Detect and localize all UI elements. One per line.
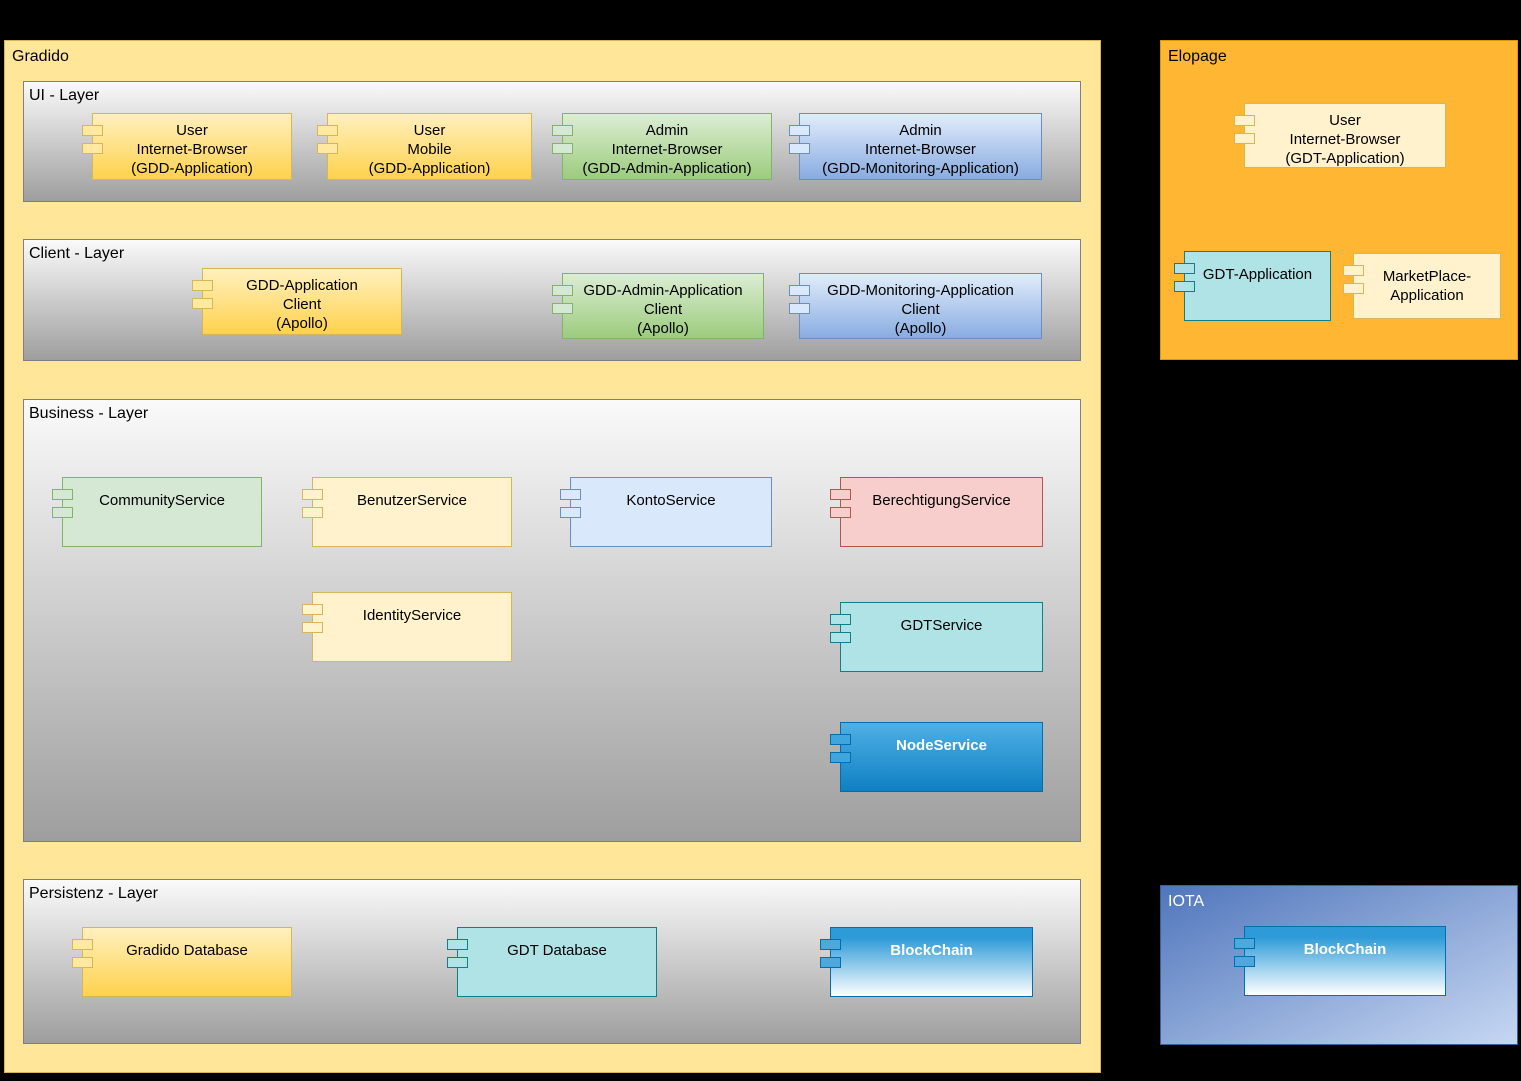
uml-tab-icon <box>72 939 93 950</box>
uml-tab-icon <box>789 125 810 136</box>
business-layer: Business - Layer CommunityService Benutz… <box>23 399 1081 842</box>
uml-tab-icon <box>302 489 323 500</box>
component-blockchain-gradido: BlockChain <box>820 927 1033 997</box>
uml-tab-icon <box>830 632 851 643</box>
uml-tab-icon <box>317 125 338 136</box>
uml-tab-icon <box>192 280 213 291</box>
component-label: GDD-Application Client (Apollo) <box>246 277 358 332</box>
component-label: User Internet-Browser (GDT-Application) <box>1285 112 1405 167</box>
component-label: GDTService <box>900 617 983 634</box>
uml-tab-icon <box>560 489 581 500</box>
uml-tab-icon <box>552 303 573 314</box>
gradido-container: Gradido UI - Layer User Internet-Browser… <box>4 40 1101 1073</box>
component-admin-internet-browser-gdd-admin: Admin Internet-Browser (GDD-Admin-Applic… <box>552 113 772 180</box>
uml-tab-icon <box>302 507 323 518</box>
uml-tab-icon <box>1174 281 1195 292</box>
uml-tab-icon <box>552 285 573 296</box>
component-blockchain-iota: BlockChain <box>1234 926 1446 996</box>
component-node-service: NodeService <box>830 722 1043 792</box>
uml-tab-icon <box>820 957 841 968</box>
component-user-mobile-gdd: User Mobile (GDD-Application) <box>317 113 532 180</box>
component-label: KontoService <box>626 492 716 509</box>
client-layer-title: Client - Layer <box>29 245 125 262</box>
component-label: BenutzerService <box>356 492 468 509</box>
elopage-title: Elopage <box>1168 48 1227 65</box>
uml-tab-icon <box>830 752 851 763</box>
component-label: GDT-Application <box>1202 266 1313 283</box>
uml-tab-icon <box>302 622 323 633</box>
component-marketplace-application: MarketPlace- Application <box>1343 253 1501 319</box>
uml-tab-icon <box>317 143 338 154</box>
uml-tab-icon <box>830 489 851 500</box>
uml-tab-icon <box>1234 938 1255 949</box>
uml-tab-icon <box>52 489 73 500</box>
uml-tab-icon <box>830 734 851 745</box>
component-admin-internet-browser-gdd-monitoring: Admin Internet-Browser (GDD-Monitoring-A… <box>789 113 1042 180</box>
component-user-internet-browser-gdd: User Internet-Browser (GDD-Application) <box>82 113 292 180</box>
iota-title: IOTA <box>1168 893 1205 910</box>
uml-tab-icon <box>1174 263 1195 274</box>
component-label: NodeService <box>896 737 987 754</box>
business-layer-title: Business - Layer <box>29 405 149 422</box>
uml-tab-icon <box>789 303 810 314</box>
component-label: User Mobile (GDD-Application) <box>368 122 491 177</box>
component-label: GDD-Admin-Application Client (Apollo) <box>583 282 743 337</box>
iota-container: IOTA BlockChain <box>1160 885 1518 1045</box>
component-label: Admin Internet-Browser (GDD-Monitoring-A… <box>822 122 1019 177</box>
uml-tab-icon <box>1234 133 1255 144</box>
uml-tab-icon <box>789 143 810 154</box>
uml-tab-icon <box>830 614 851 625</box>
component-gdt-application: GDT-Application <box>1174 251 1331 321</box>
uml-tab-icon <box>1234 956 1255 967</box>
uml-tab-icon <box>302 604 323 615</box>
component-konto-service: KontoService <box>560 477 772 547</box>
uml-tab-icon <box>789 285 810 296</box>
ui-layer-title: UI - Layer <box>29 87 100 104</box>
uml-tab-icon <box>830 507 851 518</box>
component-berechtigung-service: BerechtigungService <box>830 477 1043 547</box>
persistenz-layer-title: Persistenz - Layer <box>29 885 158 902</box>
component-label: BlockChain <box>1303 941 1387 958</box>
component-label: GDD-Monitoring-Application Client (Apoll… <box>827 282 1014 337</box>
component-gdd-monitoring-application-client: GDD-Monitoring-Application Client (Apoll… <box>789 273 1042 339</box>
component-gdd-admin-application-client: GDD-Admin-Application Client (Apollo) <box>552 273 764 339</box>
uml-tab-icon <box>1343 265 1364 276</box>
component-gdd-application-client: GDD-Application Client (Apollo) <box>192 268 402 335</box>
uml-tab-icon <box>552 143 573 154</box>
uml-tab-icon <box>447 957 468 968</box>
uml-tab-icon <box>72 957 93 968</box>
ui-layer: UI - Layer User Internet-Browser (GDD-Ap… <box>23 81 1081 202</box>
component-identity-service: IdentityService <box>302 592 512 662</box>
uml-tab-icon <box>820 939 841 950</box>
component-label: Gradido Database <box>126 942 248 959</box>
component-label: Admin Internet-Browser (GDD-Admin-Applic… <box>582 122 752 177</box>
component-benutzer-service: BenutzerService <box>302 477 512 547</box>
component-gdt-service: GDTService <box>830 602 1043 672</box>
gradido-title: Gradido <box>12 48 69 65</box>
uml-tab-icon <box>52 507 73 518</box>
component-label: User Internet-Browser (GDD-Application) <box>131 122 253 177</box>
uml-tab-icon <box>1234 115 1255 126</box>
component-gradido-database: Gradido Database <box>72 927 292 997</box>
component-label: GDT Database <box>507 942 607 959</box>
uml-tab-icon <box>82 125 103 136</box>
component-label: BlockChain <box>890 942 973 959</box>
uml-tab-icon <box>82 143 103 154</box>
uml-tab-icon <box>560 507 581 518</box>
component-user-internet-browser-gdt: User Internet-Browser (GDT-Application) <box>1234 103 1446 168</box>
uml-tab-icon <box>192 298 213 309</box>
uml-tab-icon <box>1343 283 1364 294</box>
component-label: CommunityService <box>99 492 225 509</box>
persistenz-layer: Persistenz - Layer Gradido Database GDT … <box>23 879 1081 1044</box>
component-label: MarketPlace- Application <box>1382 268 1472 304</box>
component-label: BerechtigungService <box>872 492 1011 509</box>
component-community-service: CommunityService <box>52 477 262 547</box>
component-gdt-database: GDT Database <box>447 927 657 997</box>
elopage-container: Elopage User Internet-Browser (GDT-Appli… <box>1160 40 1518 360</box>
uml-tab-icon <box>552 125 573 136</box>
uml-tab-icon <box>447 939 468 950</box>
client-layer: Client - Layer GDD-Application Client (A… <box>23 239 1081 361</box>
component-label: IdentityService <box>362 607 462 624</box>
